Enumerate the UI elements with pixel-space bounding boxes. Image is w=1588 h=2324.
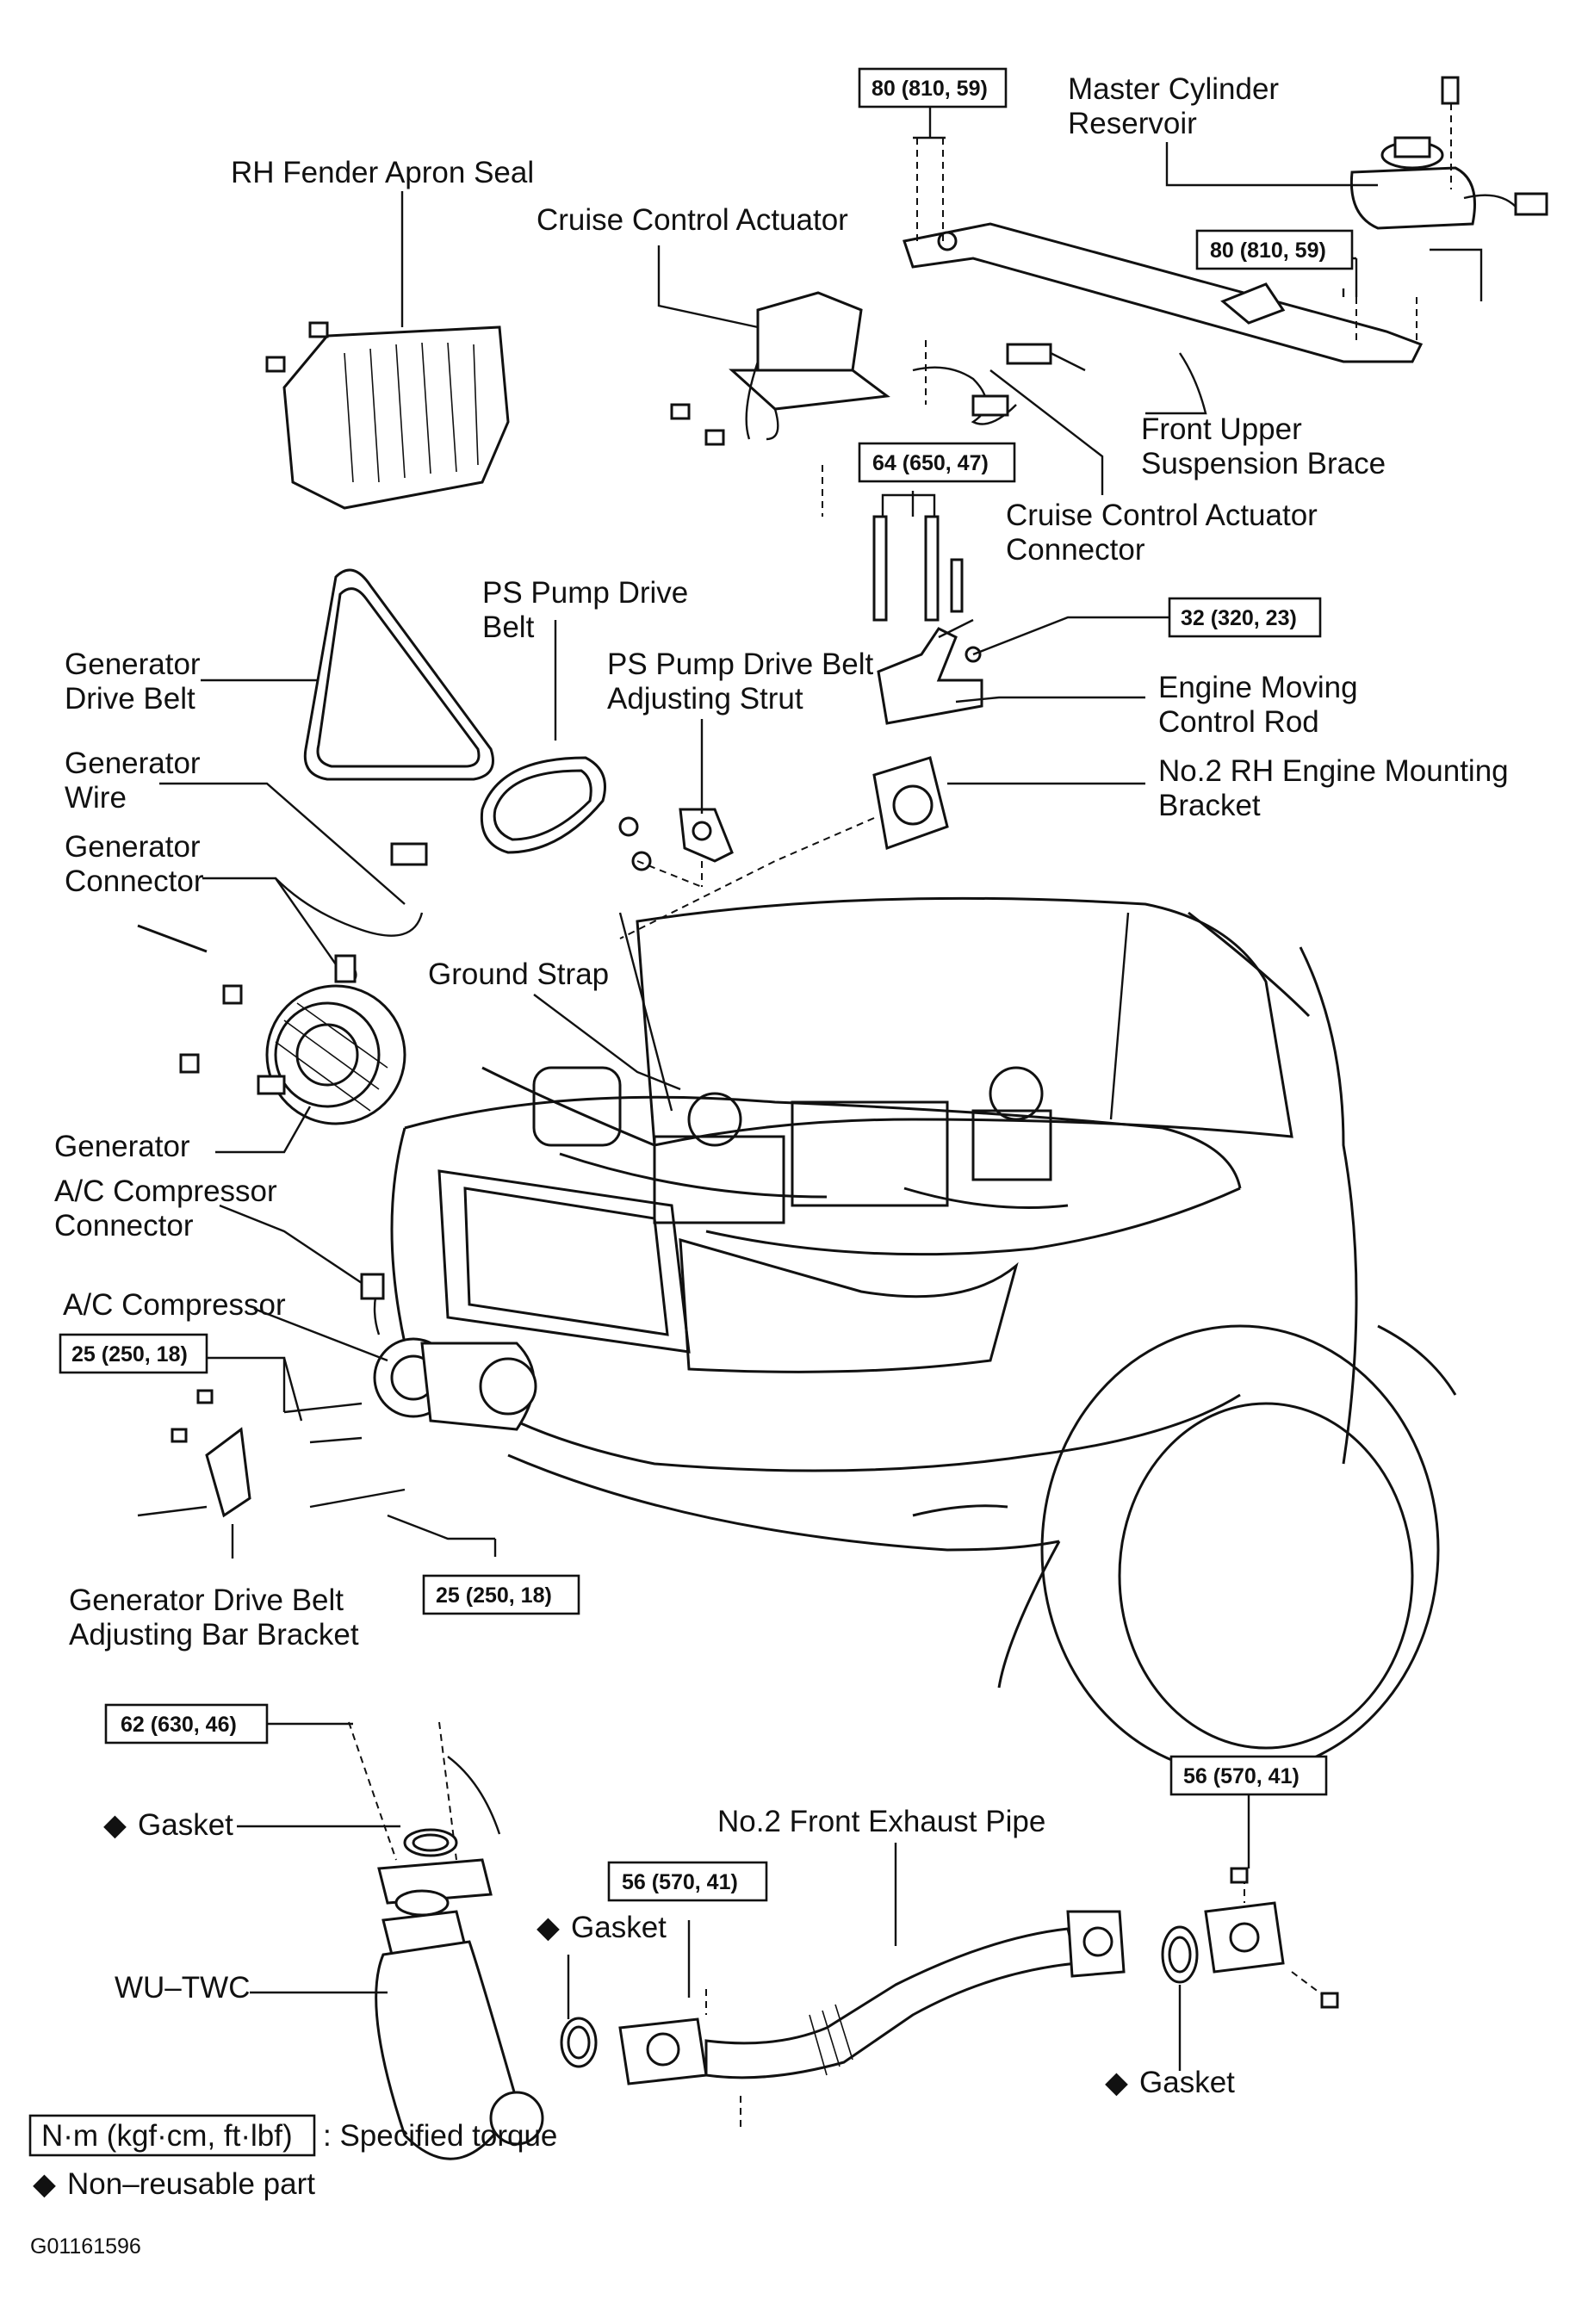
torque-value: 64 (650, 47) (872, 451, 989, 475)
label-rh-fender-apron-seal: RH Fender Apron Seal (231, 156, 534, 189)
label-wu-twc: WU–TWC (115, 1971, 250, 2005)
torque-value: 32 (320, 23) (1181, 606, 1297, 630)
label-generator-drive-belt-1: Generator (65, 648, 201, 681)
ps-pump-drive-belt (480, 756, 606, 854)
torque-value: 25 (250, 18) (71, 1342, 188, 1367)
label-engine-moving-control-rod-2: Control Rod (1158, 705, 1319, 739)
label-ps-pump-drive-belt-2: Belt (482, 610, 535, 644)
torque-box: 80 (810, 59) (858, 67, 1008, 108)
torque-value: 56 (570, 41) (622, 1870, 738, 1894)
gasket-mid (560, 2017, 598, 2068)
label-ps-pump-adjusting-strut-1: PS Pump Drive Belt (607, 648, 874, 681)
part-labels: Master Cylinder Reservoir RH Fender Apro… (54, 72, 1509, 2099)
front-upper-suspension-brace (903, 138, 1424, 363)
label-ac-compressor: A/C Compressor (63, 1288, 286, 1322)
nonreusable-diamond: ◆ (537, 1911, 560, 1944)
label-no2-front-exhaust-pipe: No.2 Front Exhaust Pipe (717, 1805, 1045, 1838)
legend: N·m (kgf·cm, ft·lbf) : Specified torque … (28, 2114, 557, 2259)
nonreusable-diamond: ◆ (103, 1808, 127, 1842)
torque-box: 25 (250, 18) (59, 1333, 208, 1374)
torque-box: 56 (570, 41) (607, 1861, 768, 1902)
label-cruise-control-actuator: Cruise Control Actuator (537, 203, 848, 237)
label-gasket-1: Gasket (138, 1808, 233, 1842)
label-gasket-3: Gasket (1139, 2066, 1235, 2099)
torque-box: 56 (570, 41) (1169, 1755, 1328, 1796)
vehicle-front-outline (390, 896, 1457, 1776)
torque-box: 62 (630, 46) (104, 1703, 269, 1745)
torque-value: 80 (810, 59) (872, 77, 988, 101)
cruise-control-actuator (670, 291, 1086, 446)
label-engine-moving-control-rod-1: Engine Moving (1158, 671, 1358, 704)
wu-twc (348, 1721, 544, 2160)
gasket-right (1161, 1925, 1199, 1984)
label-generator-connector-1: Generator (65, 830, 201, 864)
label-front-upper-suspension-brace-1: Front Upper (1141, 412, 1302, 446)
legend-nonreusable-symbol: ◆ (33, 2167, 56, 2201)
label-cruise-control-actuator-connector-1: Cruise Control Actuator (1006, 499, 1318, 532)
torque-box: 32 (320, 23) (1168, 597, 1322, 638)
legend-torque-unit: N·m (kgf·cm, ft·lbf) (41, 2119, 293, 2153)
legend-torque-desc: : Specified torque (323, 2119, 557, 2153)
torque-value: 80 (810, 59) (1210, 239, 1326, 263)
label-ps-pump-adjusting-strut-2: Adjusting Strut (607, 682, 803, 716)
torque-box: 80 (810, 59) (1195, 229, 1354, 270)
label-cruise-control-actuator-connector-2: Connector (1006, 533, 1145, 567)
label-generator-wire-2: Wire (65, 781, 127, 815)
label-generator: Generator (54, 1130, 190, 1163)
ac-compressor (137, 1273, 537, 1518)
generator-drive-belt (303, 568, 494, 781)
nonreusable-diamond: ◆ (1105, 2066, 1128, 2099)
label-ac-compressor-connector-1: A/C Compressor (54, 1174, 277, 1208)
label-adjusting-bar-bracket-1: Generator Drive Belt (69, 1583, 344, 1617)
label-adjusting-bar-bracket-2: Adjusting Bar Bracket (69, 1618, 359, 1652)
torque-box: 64 (650, 47) (858, 442, 1016, 483)
no2-front-exhaust-pipe (618, 1910, 1126, 2127)
label-no2-rh-engine-mounting-bracket-2: Bracket (1158, 789, 1261, 822)
label-generator-wire-1: Generator (65, 747, 201, 780)
gasket-twc-upper (403, 1828, 458, 1857)
label-master-cylinder-reservoir-1: Master Cylinder (1068, 72, 1279, 106)
label-front-upper-suspension-brace-2: Suspension Brace (1141, 447, 1386, 480)
rh-fender-apron-seal (265, 321, 510, 510)
label-generator-drive-belt-2: Drive Belt (65, 682, 195, 716)
ps-pump-drive-belt-adjusting-strut (618, 808, 734, 888)
exhaust-flange-right (1204, 1867, 1339, 2009)
label-gasket-2: Gasket (571, 1911, 667, 1944)
legend-nonreusable-desc: Non–reusable part (67, 2167, 315, 2201)
label-ps-pump-drive-belt-1: PS Pump Drive (482, 576, 688, 610)
generator (137, 924, 406, 1125)
generator-wire (275, 842, 428, 983)
torque-value: 25 (250, 18) (436, 1583, 552, 1608)
master-cylinder-reservoir (1349, 76, 1548, 230)
label-generator-connector-2: Connector (65, 865, 204, 898)
torque-box: 25 (250, 18) (422, 1574, 580, 1615)
label-ac-compressor-connector-2: Connector (54, 1209, 194, 1243)
label-no2-rh-engine-mounting-bracket-1: No.2 RH Engine Mounting (1158, 754, 1509, 788)
torque-value: 56 (570, 41) (1183, 1764, 1300, 1788)
figure-code: G01161596 (30, 2234, 141, 2259)
engine-moving-control-rod (872, 515, 983, 725)
torque-specs: 80 (810, 59) 80 (810, 59) 64 (650, 47) 3… (59, 67, 1354, 1902)
label-ground-strap: Ground Strap (428, 957, 609, 991)
no2-rh-engine-mounting-bracket (872, 756, 949, 851)
torque-value: 62 (630, 46) (121, 1713, 237, 1737)
label-master-cylinder-reservoir-2: Reservoir (1068, 107, 1197, 140)
